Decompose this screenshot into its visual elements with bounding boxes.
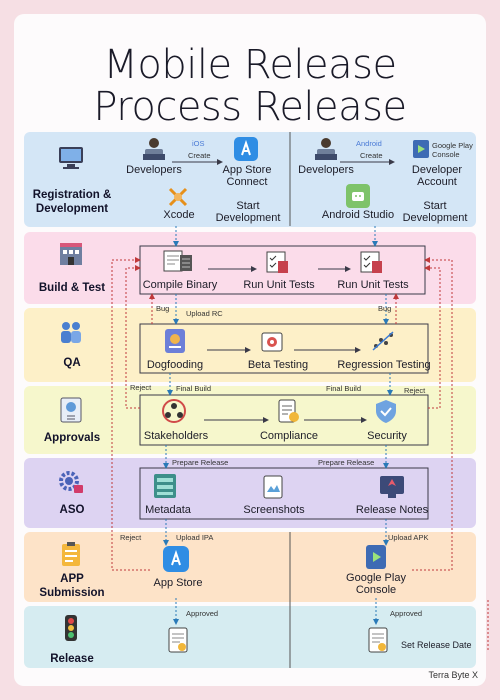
android-start-development-label: Start Development: [402, 200, 468, 224]
computer-icon: [59, 147, 83, 169]
band-submission: [24, 532, 476, 602]
unit-tests-icon: [360, 251, 382, 273]
release-notes-label: Release Notes: [355, 504, 429, 516]
google-play-console-icon: [413, 140, 429, 158]
label-build: Build & Test: [24, 281, 120, 295]
android-studio-label: Android Studio: [321, 209, 395, 221]
footer-brand: Terra Byte X: [428, 670, 478, 680]
band-qa: [24, 308, 476, 382]
unit-tests-icon: [266, 251, 288, 273]
ios-developer-icon: [143, 138, 165, 160]
app-store-icon[interactable]: [163, 546, 189, 572]
bug-label-right: Bug: [378, 304, 392, 313]
approved-label-left: Approved: [186, 609, 219, 618]
ios-tag: iOS: [192, 139, 205, 148]
title-line-1: Mobile Release: [103, 42, 397, 88]
developer-account-label: Developer Account: [411, 164, 463, 188]
beta-testing-label: Beta Testing: [247, 359, 309, 371]
security-label: Security: [367, 430, 407, 442]
ios-developers-label: Developers: [126, 164, 182, 176]
stakeholders-icon: [162, 399, 186, 423]
label-release-text: Release: [50, 653, 94, 665]
final-build-label-right: Final Build: [326, 384, 362, 393]
google-play-console-icon[interactable]: [362, 543, 390, 571]
approvals-reject-label: Reject: [404, 386, 426, 395]
app-store-connect-label: App Store Connect: [222, 164, 272, 188]
qa-team-icon: [61, 322, 81, 343]
ios-create-label: Create: [188, 151, 211, 160]
xcode-icon: [168, 187, 188, 207]
upload-ipa-label: Upload IPA: [176, 533, 214, 542]
label-build-text: Build & Test: [38, 282, 106, 294]
regression-testing-icon: [372, 331, 394, 351]
title-line-2: Process Release: [93, 84, 407, 130]
compliance-label: Compliance: [259, 430, 319, 442]
xcode-label: Xcode: [163, 209, 195, 221]
android-developer-icon: [315, 138, 337, 160]
prepare-release-label-left: Prepare Release: [172, 458, 229, 467]
traffic-light-icon: [65, 615, 77, 641]
gear-icon: [59, 471, 83, 493]
submission-reject-label: Reject: [120, 533, 142, 542]
set-release-date-label: Set Release Date: [401, 640, 472, 650]
release-notes-icon: [380, 476, 404, 498]
band-build: [24, 232, 476, 304]
screenshots-label: Screenshots: [243, 504, 305, 516]
label-aso: ASO: [24, 503, 120, 517]
label-qa-text: QA: [63, 357, 81, 369]
label-release: Release: [24, 652, 120, 666]
unit-tests-label-2: Run Unit Tests: [337, 279, 409, 291]
label-registration: Registration & Development: [24, 188, 120, 216]
clipboard-icon: [62, 542, 80, 566]
android-developers-label: Developers: [298, 164, 354, 176]
release-date-document-icon: [368, 627, 388, 653]
label-registration-text: Registration & Development: [32, 189, 112, 215]
unit-tests-label-1: Run Unit Tests: [243, 279, 315, 291]
band-release: [24, 606, 476, 668]
app-store-connect-icon: [234, 137, 258, 161]
dogfooding-label: Dogfooding: [146, 359, 204, 371]
google-play-console-label: Google Play Console: [346, 572, 406, 596]
prepare-release-label-right: Prepare Release: [318, 458, 375, 467]
google-play-console-small-label: Google Play Console: [432, 141, 473, 159]
bug-label-left: Bug: [156, 304, 170, 313]
label-approvals: Approvals: [24, 431, 120, 445]
label-submission-text: APP Submission: [39, 573, 105, 599]
label-submission: APP Submission: [24, 572, 120, 600]
label-qa: QA: [24, 356, 120, 370]
ios-start-development-label: Start Development: [215, 200, 281, 224]
regression-testing-label: Regression Testing: [337, 359, 431, 371]
beta-testing-icon: [261, 332, 283, 352]
android-create-label: Create: [360, 151, 383, 160]
upload-apk-label: Upload APK: [388, 533, 429, 542]
compile-binary-label: Compile Binary: [142, 279, 218, 291]
android-studio-icon: [346, 184, 370, 208]
metadata-icon: [154, 474, 176, 498]
security-shield-icon: [376, 400, 396, 423]
final-build-label-left: Final Build: [176, 384, 212, 393]
screenshots-icon: [263, 475, 283, 499]
metadata-label: Metadata: [145, 504, 191, 516]
label-aso-text: ASO: [59, 504, 85, 516]
android-tag: Android: [356, 139, 382, 148]
factory-icon: [60, 243, 82, 265]
upload-rc-label: Upload RC: [186, 309, 223, 318]
stakeholders-label: Stakeholders: [143, 430, 209, 442]
approved-label-right: Approved: [390, 609, 423, 618]
qa-reject-label: Reject: [130, 383, 152, 392]
dogfooding-icon: [165, 329, 185, 353]
compliance-icon: [278, 399, 299, 423]
label-approvals-text: Approvals: [43, 432, 101, 444]
release-document-icon: [168, 627, 188, 653]
app-store-label: App Store: [153, 577, 203, 589]
certificate-icon: [60, 397, 82, 423]
compile-binary-icon: [163, 250, 192, 272]
